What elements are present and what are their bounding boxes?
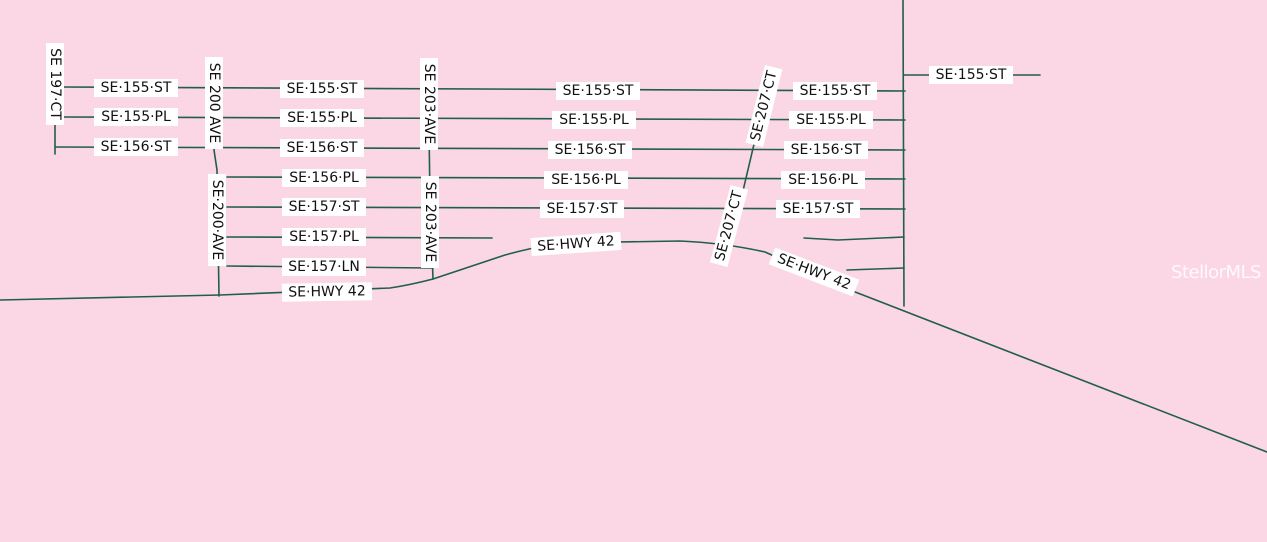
road-label-se-157-ln: SE·157·LN — [288, 259, 360, 275]
road-label-se-155-st: SE·155·ST — [563, 83, 634, 99]
road-label-se-157-st: SE·157·ST — [783, 201, 854, 217]
label-background — [709, 185, 749, 267]
road-label-se-155-st: SE·155·ST — [800, 83, 871, 99]
label-background — [745, 65, 783, 147]
label-background — [281, 282, 373, 302]
label-background — [556, 82, 640, 100]
label-background — [552, 111, 636, 129]
label-background — [205, 57, 223, 149]
road-label-se-155-st: SE·155·ST — [936, 67, 1007, 83]
road-label-se-hwy-42: SE·HWY 42 — [288, 283, 366, 300]
road-se-156-st — [55, 146, 906, 151]
watermark-logo: StellorMLS — [1171, 262, 1261, 283]
road-label-se-156-pl: SE·156·PL — [788, 172, 858, 188]
road-label-se-155-pl: SE·155·PL — [559, 112, 629, 128]
label-background — [282, 169, 366, 187]
label-background — [420, 58, 438, 150]
road-label-se-156-pl: SE·156·PL — [289, 170, 359, 186]
label-background — [540, 200, 624, 218]
road-east-boundary — [902, 0, 905, 307]
road-label-se-200-ave: SE 200 AVE — [206, 63, 222, 143]
road-label-se-156-pl: SE·156·PL — [551, 172, 621, 188]
label-background — [781, 171, 865, 189]
road-label-se-157-pl: SE·157·PL — [289, 229, 359, 245]
label-background — [768, 247, 860, 297]
road-label-se-156-st: SE·156·ST — [791, 142, 862, 158]
road-label-se-155-st: SE·155·ST — [287, 81, 358, 97]
label-background — [776, 200, 860, 218]
road-label-se-197-ct: SE 197·CT — [47, 48, 63, 120]
label-background — [929, 66, 1013, 84]
label-background — [94, 108, 178, 126]
road-label-se-hwy-42: SE·HWY 42 — [537, 233, 615, 254]
label-background — [94, 138, 178, 156]
road-label-se-156-st: SE·156·ST — [555, 142, 626, 158]
road-label-se-155-pl: SE·155·PL — [796, 112, 866, 128]
road-label-se-203-ave: SE 203·AVE — [421, 64, 437, 144]
road-label-se-157-st: SE·157·ST — [289, 199, 360, 215]
label-background — [530, 231, 622, 257]
label-background — [94, 79, 178, 97]
road-label-se-200-ave: SE·200·AVE — [209, 180, 225, 260]
label-background — [282, 198, 366, 216]
label-background — [793, 82, 877, 100]
road-label-se-155-pl: SE·155·PL — [101, 109, 171, 125]
road-label-se-203-ave: SE 203·AVE — [422, 182, 438, 262]
label-background — [280, 109, 364, 127]
road-label-se-156-st: SE·156·ST — [287, 140, 358, 156]
road-label-se-155-st: SE·155·ST — [101, 80, 172, 96]
label-background — [208, 174, 226, 266]
label-background — [282, 228, 366, 246]
label-group: SE·155·ST — [94, 79, 178, 97]
label-background — [784, 141, 868, 159]
label-background — [282, 258, 366, 276]
road-label-se-156-st: SE·156·ST — [101, 139, 172, 155]
label-background — [280, 139, 364, 157]
label-background — [548, 141, 632, 159]
road-label-se-157-st: SE·157·ST — [547, 201, 618, 217]
road-label-se-155-pl: SE·155·PL — [287, 110, 357, 126]
label-background — [544, 171, 628, 189]
label-background — [421, 176, 439, 268]
road-se-157-pl-b — [803, 236, 905, 241]
label-background — [789, 111, 873, 129]
label-background — [46, 43, 64, 125]
label-background — [280, 80, 364, 98]
road-east-stub — [846, 267, 905, 271]
